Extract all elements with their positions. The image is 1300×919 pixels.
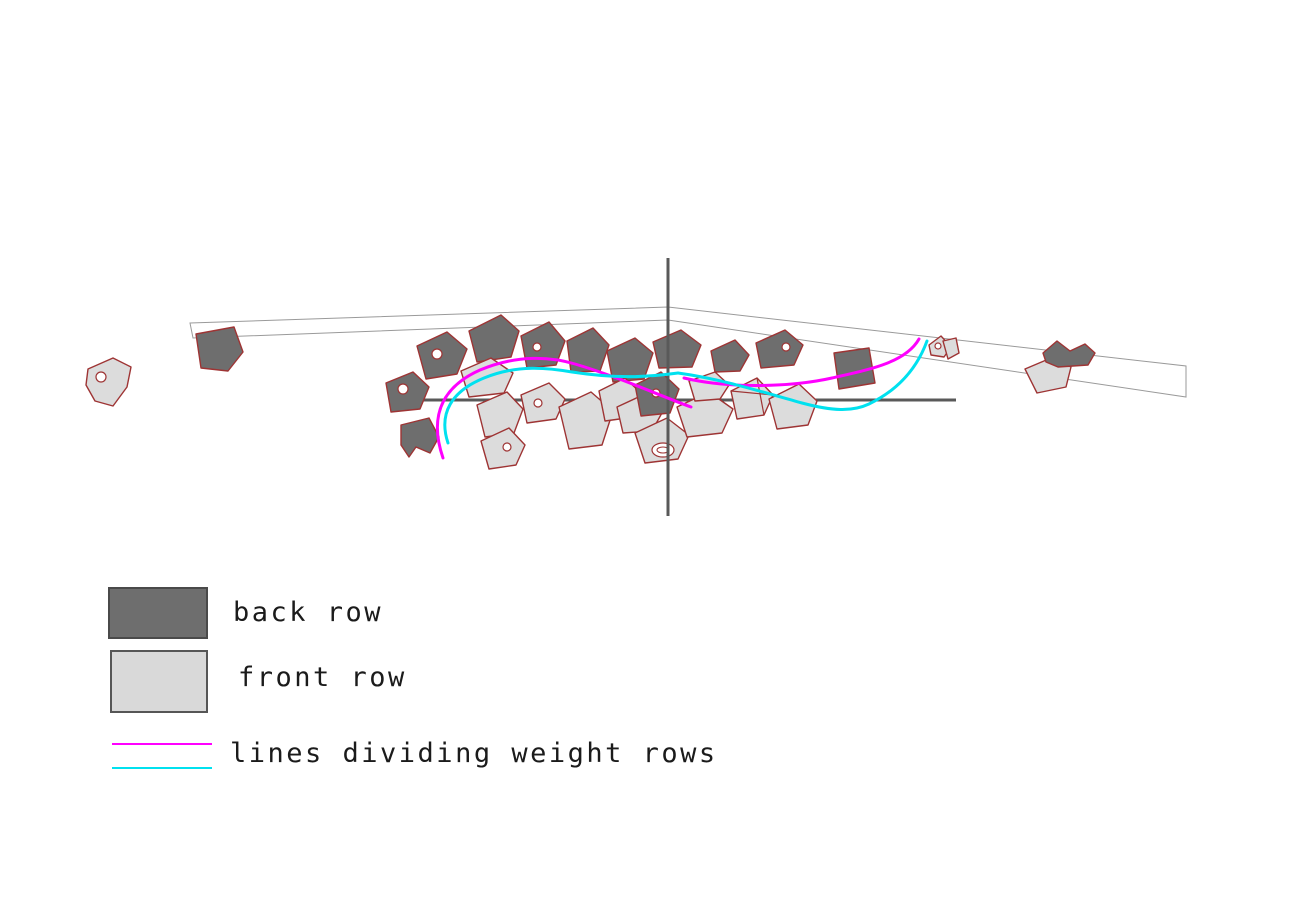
legend-front-row-swatch — [110, 650, 208, 713]
cyan-divider-left — [443, 366, 680, 445]
stone-front — [768, 383, 818, 430]
stone-front — [942, 337, 960, 360]
stone-hole — [431, 348, 443, 360]
legend-back-row-label: back row — [233, 597, 384, 628]
stone-front — [85, 357, 132, 407]
stone-front — [476, 391, 524, 438]
stone-back — [1042, 340, 1096, 368]
legend-front-row-label: front row — [238, 662, 407, 693]
stone-back — [400, 417, 440, 458]
stone-hole — [934, 342, 942, 350]
stone-hole — [95, 371, 107, 383]
stone-back — [652, 329, 702, 369]
magenta-divider-right — [682, 337, 921, 388]
stone-front — [520, 382, 566, 424]
stone-hole — [532, 342, 542, 352]
stone-back — [710, 339, 750, 373]
stone-back — [468, 314, 520, 363]
stone-hole — [781, 342, 791, 352]
stone-back — [566, 327, 610, 373]
stone-hole — [533, 398, 543, 408]
magenta-divider-left — [435, 356, 693, 460]
legend-cyan-line-swatch — [112, 767, 212, 769]
stone-hole — [502, 442, 512, 452]
stone-ring — [651, 442, 675, 458]
stone-back — [520, 321, 566, 369]
legend-dividers-label: lines dividing weight rows — [230, 738, 718, 769]
stone-front — [558, 391, 614, 450]
legend-back-row-swatch — [108, 587, 208, 639]
legend-magenta-line-swatch — [112, 743, 212, 745]
cyan-divider-right — [676, 339, 929, 412]
stone-back — [195, 326, 244, 372]
stone-back — [755, 329, 804, 369]
stone-front — [634, 417, 690, 464]
stone-hole — [397, 383, 409, 395]
